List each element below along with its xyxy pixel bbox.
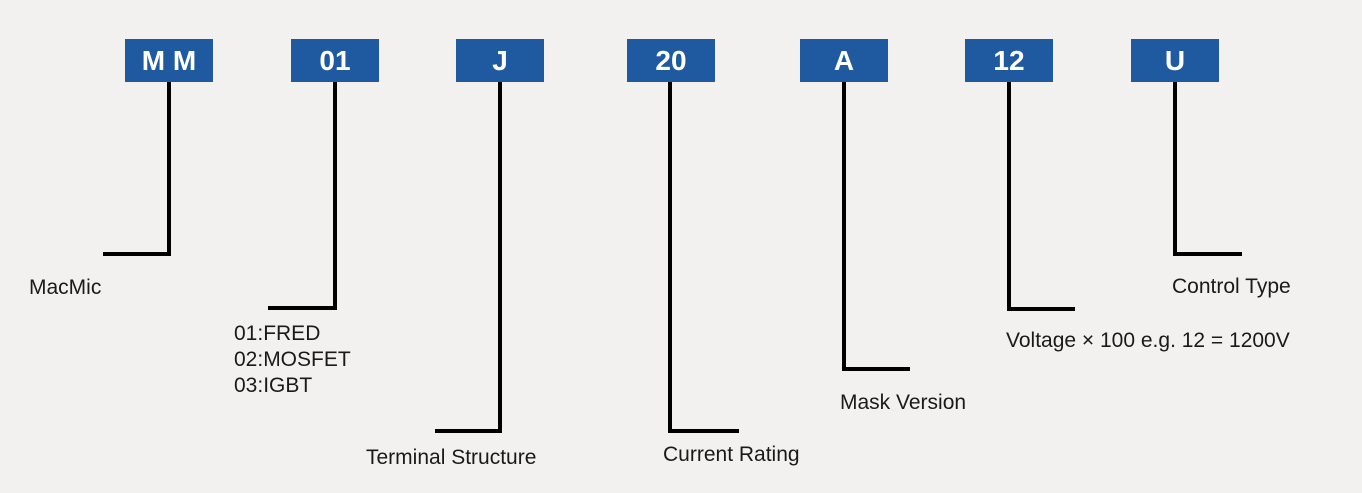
label-device-type-igbt: 03:IGBT (234, 374, 313, 397)
label-mask-version: Mask Version (840, 391, 967, 414)
label-device-type-mosfet: 02:MOSFET (234, 348, 351, 371)
connector-vertical-a (842, 82, 846, 371)
connector-horizontal-u (1173, 252, 1242, 256)
code-box-a: A (800, 39, 888, 82)
connector-horizontal-j (435, 429, 502, 433)
connector-vertical-u (1173, 82, 1177, 256)
code-box-12: 12 (965, 39, 1053, 82)
label-current-rating: Current Rating (663, 443, 800, 466)
connector-horizontal-a (842, 367, 910, 371)
code-box-j: J (456, 39, 544, 82)
connector-vertical-12 (1007, 82, 1011, 311)
connector-vertical-01 (333, 82, 337, 310)
code-box-01: 01 (291, 39, 379, 82)
connector-horizontal-mm (103, 252, 171, 256)
connector-horizontal-20 (668, 429, 739, 433)
label-macmic: MacMic (29, 276, 102, 299)
label-terminal-structure: Terminal Structure (366, 446, 537, 469)
label-device-type-fred: 01:FRED (234, 322, 321, 345)
connector-vertical-20 (668, 82, 672, 433)
label-device-types: 01:FRED 02:MOSFET 03:IGBT (234, 321, 351, 399)
code-box-mm: M M (125, 39, 213, 82)
label-voltage: Voltage × 100 e.g. 12 = 1200V (1006, 329, 1290, 352)
connector-horizontal-01 (268, 306, 337, 310)
connector-vertical-j (498, 82, 502, 433)
code-box-20: 20 (627, 39, 715, 82)
label-control-type: Control Type (1172, 275, 1291, 298)
code-box-u: U (1131, 39, 1219, 82)
connector-horizontal-12 (1007, 307, 1075, 311)
connector-vertical-mm (167, 82, 171, 256)
